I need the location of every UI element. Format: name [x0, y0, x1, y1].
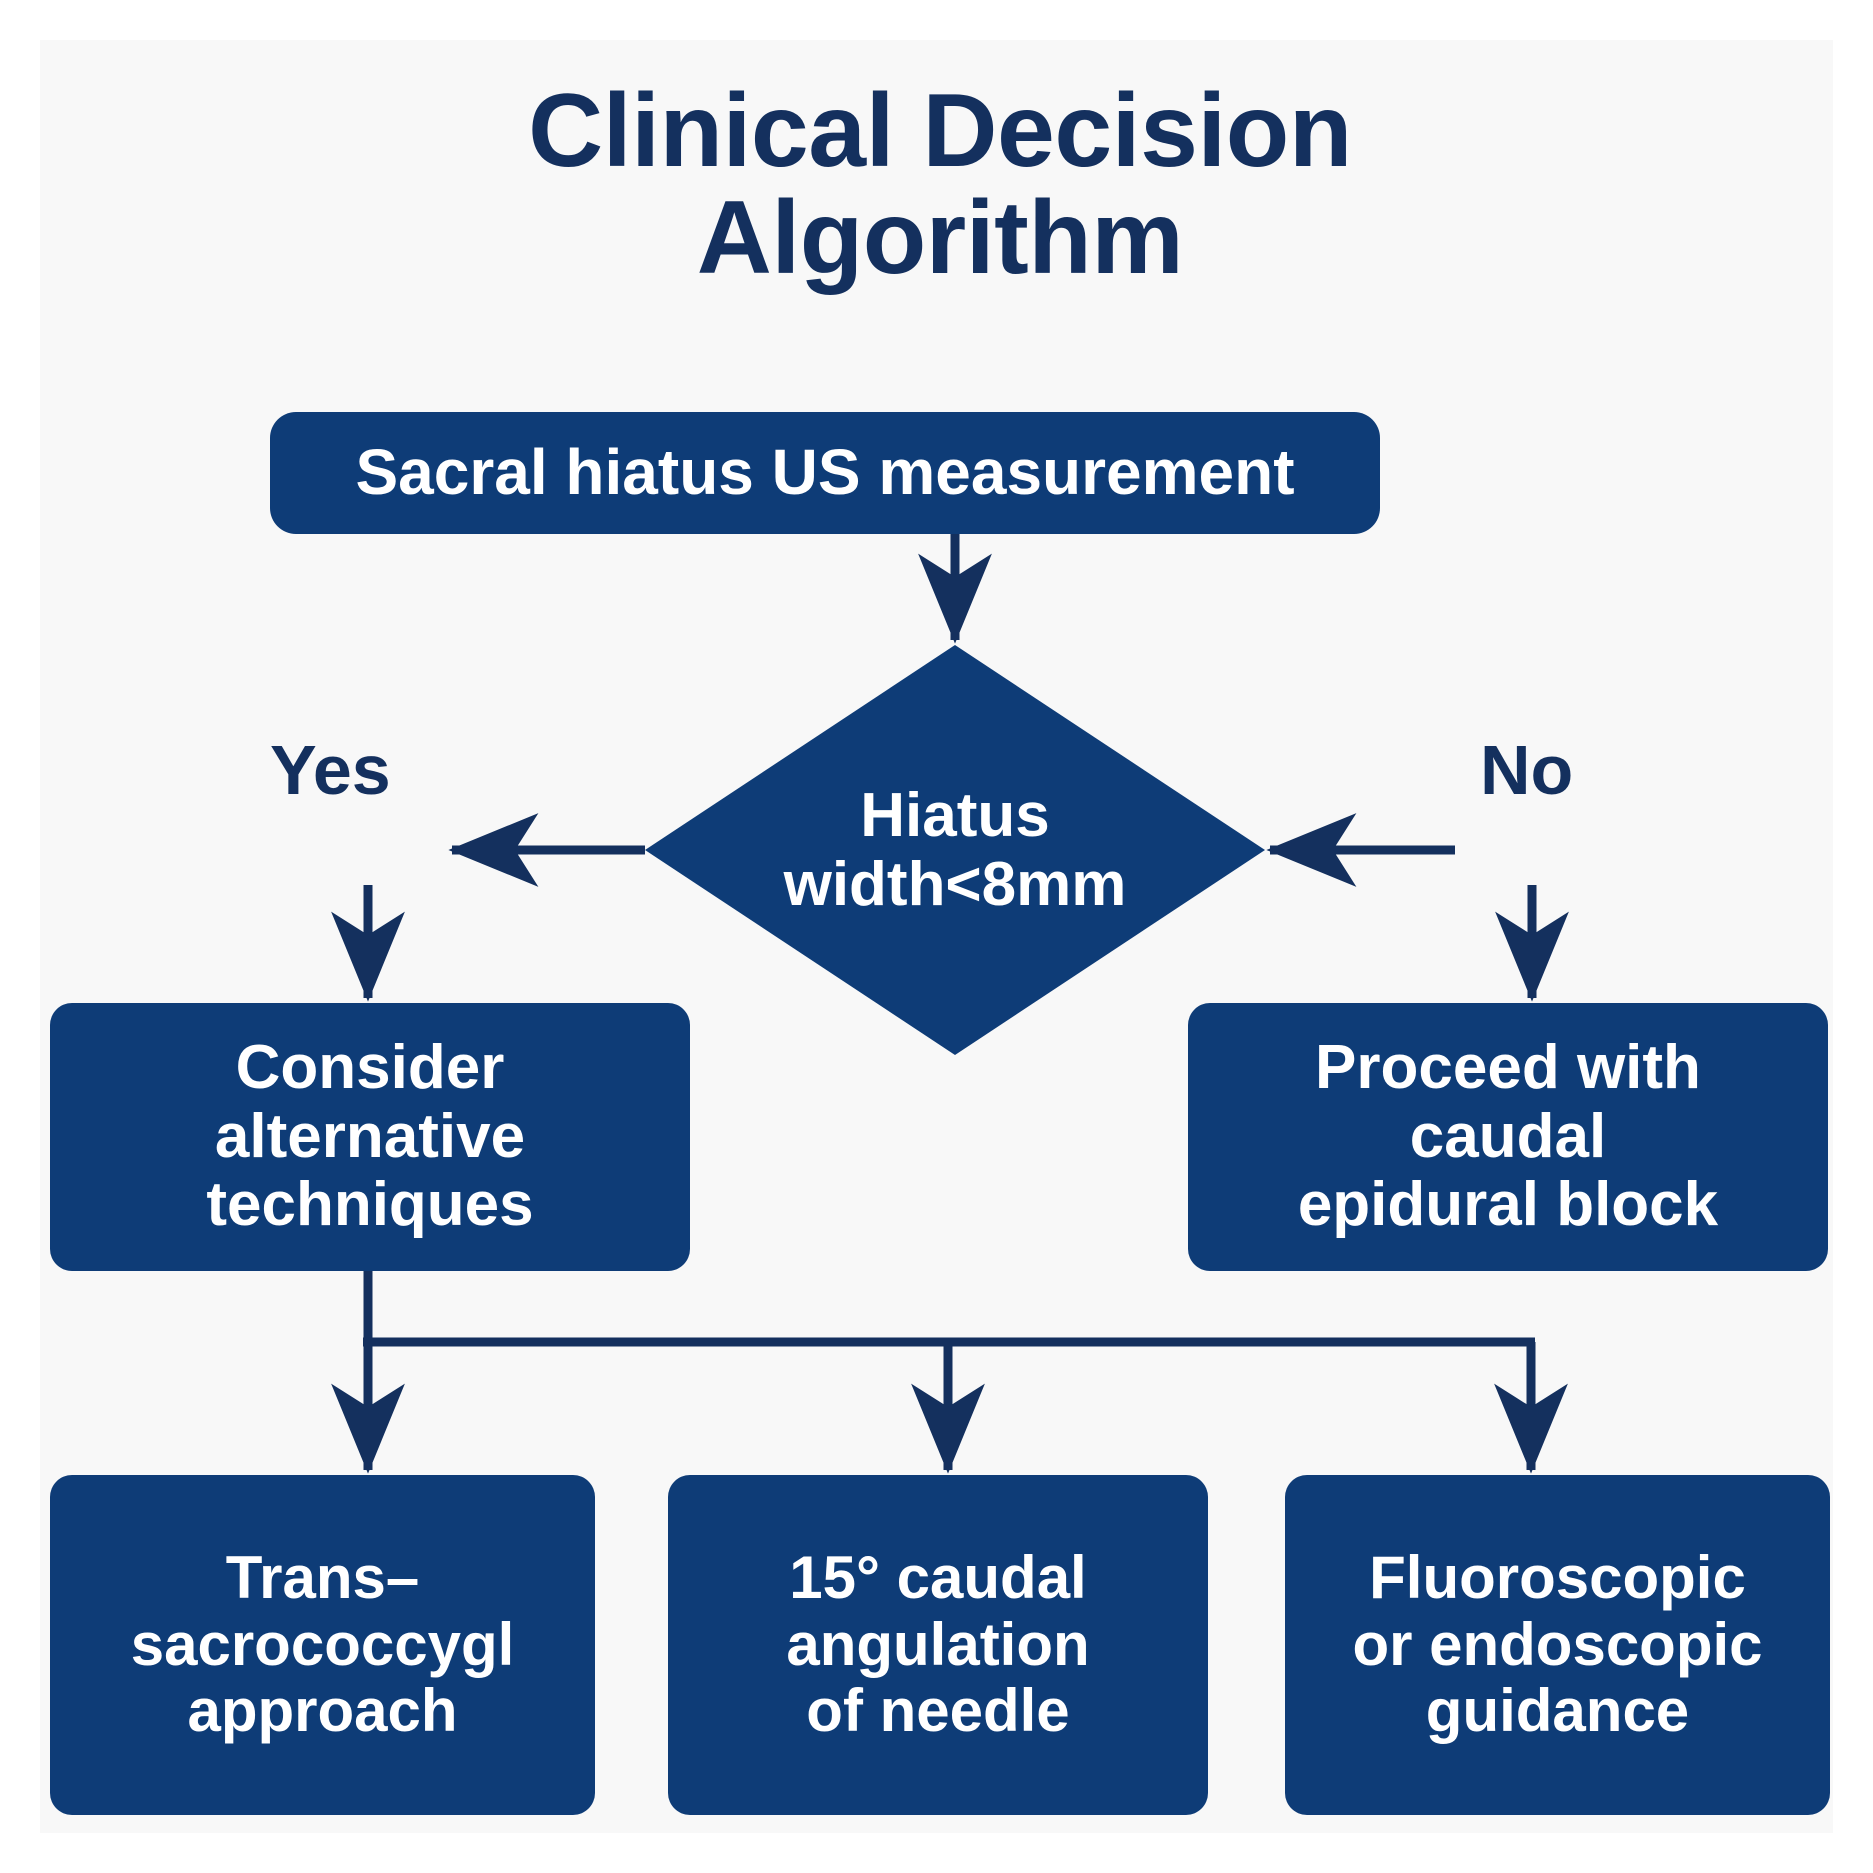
- flow-node-proceed-caudal-block[interactable]: Proceed with caudal epidural block: [1188, 1003, 1828, 1271]
- flow-node-transsacrococcygeal-approach[interactable]: Trans– sacrococcygl approach: [50, 1475, 595, 1815]
- flow-node-decision[interactable]: Hiatus width<8mm: [645, 645, 1265, 1055]
- flow-node-start[interactable]: Sacral hiatus US measurement: [270, 412, 1380, 534]
- flow-node-fluoroscopic-endoscopic-guidance[interactable]: Fluoroscopic or endoscopic guidance: [1285, 1475, 1830, 1815]
- flow-node-caudal-angulation[interactable]: 15° caudal angulation of needle: [668, 1475, 1208, 1815]
- flow-node-alternative-techniques[interactable]: Consider alternative techniques: [50, 1003, 690, 1271]
- branch-label-no: No: [1480, 731, 1574, 809]
- branch-label-yes: Yes: [270, 731, 391, 809]
- flow-node-decision-label: Hiatus width<8mm: [783, 780, 1127, 919]
- page-title: Clinical Decision Algorithm: [528, 73, 1352, 297]
